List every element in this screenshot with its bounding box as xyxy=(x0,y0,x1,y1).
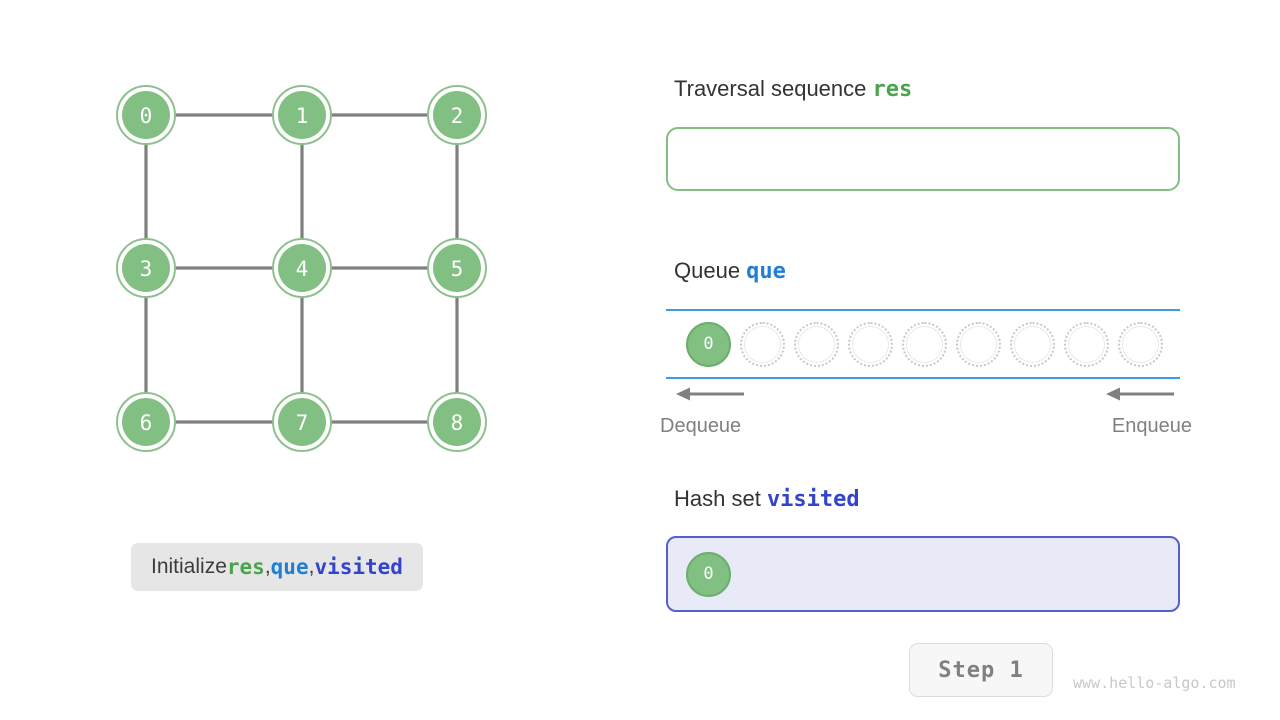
dequeue-arrow-icon xyxy=(676,387,744,401)
graph-node-fill xyxy=(122,91,170,139)
queue-arrows-row xyxy=(666,383,1180,405)
watermark: www.hello-algo.com xyxy=(1073,674,1236,692)
graph-node-1[interactable]: 1 xyxy=(272,85,332,145)
queue-slot-empty xyxy=(1118,321,1163,367)
graph-node-4[interactable]: 4 xyxy=(272,238,332,298)
res-box xyxy=(666,127,1180,191)
caption-prefix: Initialize xyxy=(151,555,227,578)
graph-nodes: 0 1 2 3 4 5 6 7 8 xyxy=(116,85,487,452)
queue-direction-labels: Dequeue Enqueue xyxy=(660,415,1192,438)
graph-node-fill xyxy=(278,244,326,292)
visited-section-title: Hash set visited xyxy=(674,486,860,512)
graph-node-8[interactable]: 8 xyxy=(427,392,487,452)
queue-slot-filled: 0 xyxy=(686,321,731,367)
queue-title-variable: que xyxy=(746,259,786,284)
visited-title-variable: visited xyxy=(766,487,860,512)
enqueue-arrow-icon xyxy=(1106,387,1174,401)
graph-node-label: 5 xyxy=(451,257,464,281)
graph-node-7[interactable]: 7 xyxy=(272,392,332,452)
queue-slot-empty xyxy=(848,321,893,367)
graph-node-fill xyxy=(122,398,170,446)
graph-node-label: 6 xyxy=(140,411,153,435)
res-section-title: Traversal sequence res xyxy=(674,76,912,102)
caption-pill: Initialize res , que , visited xyxy=(131,543,423,591)
queue-slot-empty xyxy=(1010,321,1055,367)
caption-token-que: que xyxy=(270,555,309,579)
visited-set-item: 0 xyxy=(686,551,731,597)
step-badge: Step 1 xyxy=(909,643,1053,697)
queue-slot-empty xyxy=(740,321,785,367)
graph-node-label: 4 xyxy=(296,257,309,281)
graph-svg: 0 1 2 3 4 5 6 7 8 xyxy=(116,85,487,452)
graph-node-label: 1 xyxy=(296,104,309,128)
caption-token-visited: visited xyxy=(314,555,403,579)
graph-node-2[interactable]: 2 xyxy=(427,85,487,145)
graph-node-3[interactable]: 3 xyxy=(116,238,176,298)
caption-separator-1: , xyxy=(264,555,271,578)
res-title-prefix: Traversal sequence xyxy=(674,76,873,101)
res-title-variable: res xyxy=(872,77,913,102)
graph-node-fill xyxy=(122,244,170,292)
queue-title-prefix: Queue xyxy=(674,258,747,283)
graph-node-fill xyxy=(433,244,481,292)
visited-set-box: 0 xyxy=(666,536,1180,612)
queue-slots-container: 0 xyxy=(666,309,1180,379)
queue-slot-empty xyxy=(902,321,947,367)
graph-node-0[interactable]: 0 xyxy=(116,85,176,145)
graph-node-label: 8 xyxy=(451,411,464,435)
queue-slot-empty xyxy=(1064,321,1109,367)
graph-node-label: 3 xyxy=(140,257,153,281)
right-panel: Traversal sequence res Queue que 0 Deque… xyxy=(660,0,1226,720)
queue-slot-empty xyxy=(794,321,839,367)
graph-node-fill xyxy=(433,398,481,446)
queue-slot-empty xyxy=(956,321,1001,367)
graph-node-6[interactable]: 6 xyxy=(116,392,176,452)
visited-title-prefix: Hash set xyxy=(674,486,767,511)
enqueue-label: Enqueue xyxy=(1111,415,1192,437)
graph-node-label: 0 xyxy=(140,104,153,128)
graph-node-fill xyxy=(278,91,326,139)
caption-token-res: res xyxy=(226,555,265,579)
graph-node-fill xyxy=(433,91,481,139)
graph-node-label: 7 xyxy=(296,411,309,435)
graph-node-5[interactable]: 5 xyxy=(427,238,487,298)
queue-section-title: Queue que xyxy=(674,258,786,284)
dequeue-label: Dequeue xyxy=(660,415,742,437)
graph-node-label: 2 xyxy=(451,104,464,128)
caption-separator-2: , xyxy=(308,555,315,578)
graph-panel: 0 1 2 3 4 5 6 7 8 xyxy=(0,0,620,720)
graph-node-fill xyxy=(278,398,326,446)
